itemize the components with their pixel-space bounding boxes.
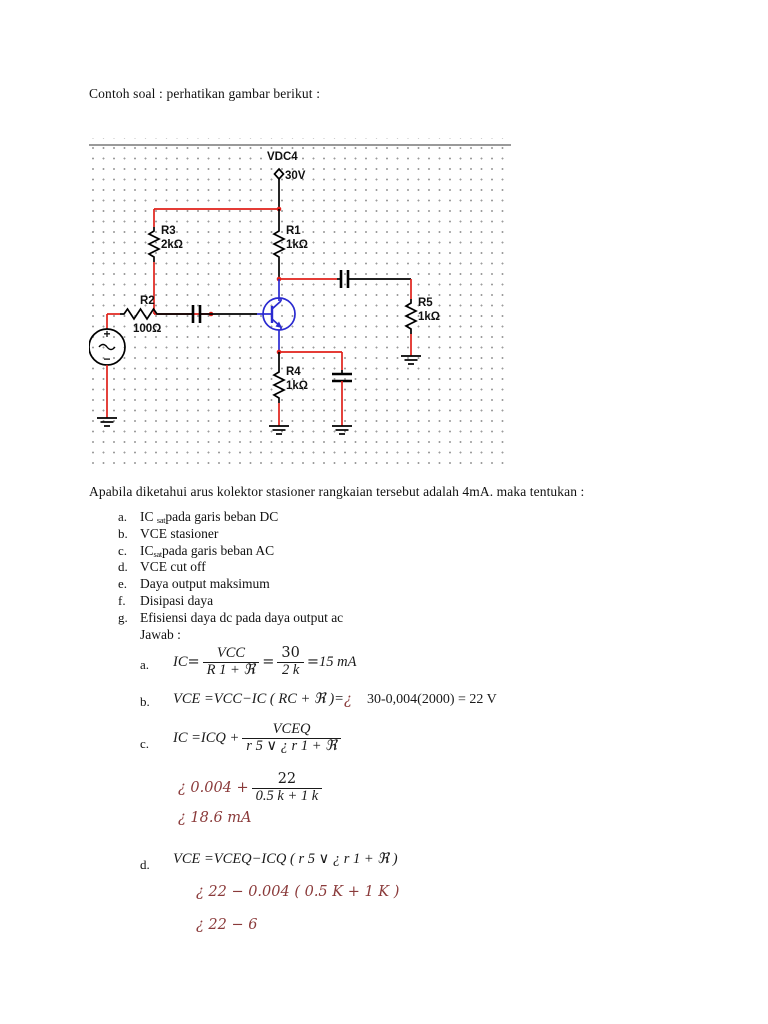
resistor-r1-symbol [272,227,286,262]
list-marker: d. [118,559,128,575]
list-item: b. VCE stasioner [118,526,538,543]
label-r5-value: 1kΩ [418,311,440,323]
ac-source-minus: − [103,352,110,366]
list-item: g. Efisiensi daya dc pada daya output ac [118,610,538,627]
list-text: Efisiensi daya dc pada daya output ac [140,609,344,625]
answer-d-marker: d. [140,857,150,872]
answer-a-marker: a. [140,657,150,672]
question-list: a. IC satpada garis beban DC b. VCE stas… [118,509,538,627]
label-r4-ref: R4 [286,366,301,378]
label-r3-ref: R3 [161,225,176,237]
label-r2-value: 100Ω [133,323,161,335]
answer-c-line3: ¿ 18.6 mA [178,810,252,826]
ac-source-sine [98,343,116,351]
schematic-top-rule [89,144,511,146]
list-text: IC satpada garis beban DC [140,509,279,525]
transistor-emitter-arrow [275,321,282,328]
list-item: f. Disipasi daya [118,593,538,610]
answer-c-line2: ¿ 0.004 + 22 0.5 k + 1 k [178,771,325,804]
circuit-diagram: .rd { stroke:#e0201a; stroke-width:1.7; … [89,138,511,470]
intro-line: Contoh soal : perhatikan gambar berikut … [89,86,321,101]
answer-d-line1: VCE =VCEQ−ICQ ( r 5 ∨ ¿ r 1 + ℜ ) [173,851,398,867]
answer-c-marker: c. [140,736,150,751]
supply-terminal-symbol [273,167,285,181]
label-r5-ref: R5 [418,297,433,309]
list-marker: c. [118,542,128,558]
list-item: c. ICsatpada garis beban AC [118,543,538,560]
question-paragraph: Apabila diketahui arus kolektor stasione… [89,484,585,499]
ac-source-plus: + [103,327,110,341]
list-text: VCE cut off [140,559,206,575]
list-marker: e. [118,576,128,592]
answer-b-numeric: 30-0,004(2000) = 22 V [367,692,497,707]
answer-c-line1: IC =ICQ + VCEQ r 5 ∨ ¿ r 1 + ℜ [173,721,344,754]
schematic-dot-grid [89,138,511,470]
answer-b-expression: VCE =VCC−IC ( RC + ℜ )= ¿ [173,691,352,708]
list-item: a. IC satpada garis beban DC [118,509,538,526]
label-r2-ref: R2 [140,295,155,307]
answer-d-line3: ¿ 22 − 6 [196,917,258,933]
ground-r5 [401,355,421,365]
list-text: Disipasi daya [140,592,214,608]
ground-ac-source [97,417,117,427]
list-text: Daya output maksimum [140,576,270,592]
list-item: d. VCE cut off [118,559,538,576]
ground-r4 [269,425,289,435]
list-item: e. Daya output maksimum [118,576,538,593]
resistor-r3-symbol [147,227,161,262]
list-marker: g. [118,609,128,625]
label-r4-value: 1kΩ [286,380,308,392]
label-30v: 30V [285,170,306,182]
list-marker: b. [118,525,128,541]
answer-a-expression: IC = VCC R 1 + ℜ = 30 2 k = 15 mA [173,645,357,678]
schematic-svg: .rd { stroke:#e0201a; stroke-width:1.7; … [89,151,440,435]
list-text: VCE stasioner [140,525,219,541]
label-r3-value: 2kΩ [161,239,183,251]
answer-b-marker: b. [140,694,150,709]
answer-d-line2: ¿ 22 − 0.004 ( 0.5 K + 1 K ) [196,884,400,900]
label-r1-ref: R1 [286,225,301,237]
list-marker: f. [118,592,126,608]
resistor-r5-symbol [404,299,418,334]
label-vdc4: VDC4 [267,151,298,163]
ground-bypass-cap [332,425,352,435]
label-r1-value: 1kΩ [286,239,308,251]
resistor-r2-symbol [120,307,160,321]
jawab-label: Jawab : [140,627,181,642]
list-text: ICsatpada garis beban AC [140,542,275,559]
list-marker: a. [118,509,128,524]
resistor-r4-symbol [272,368,286,403]
